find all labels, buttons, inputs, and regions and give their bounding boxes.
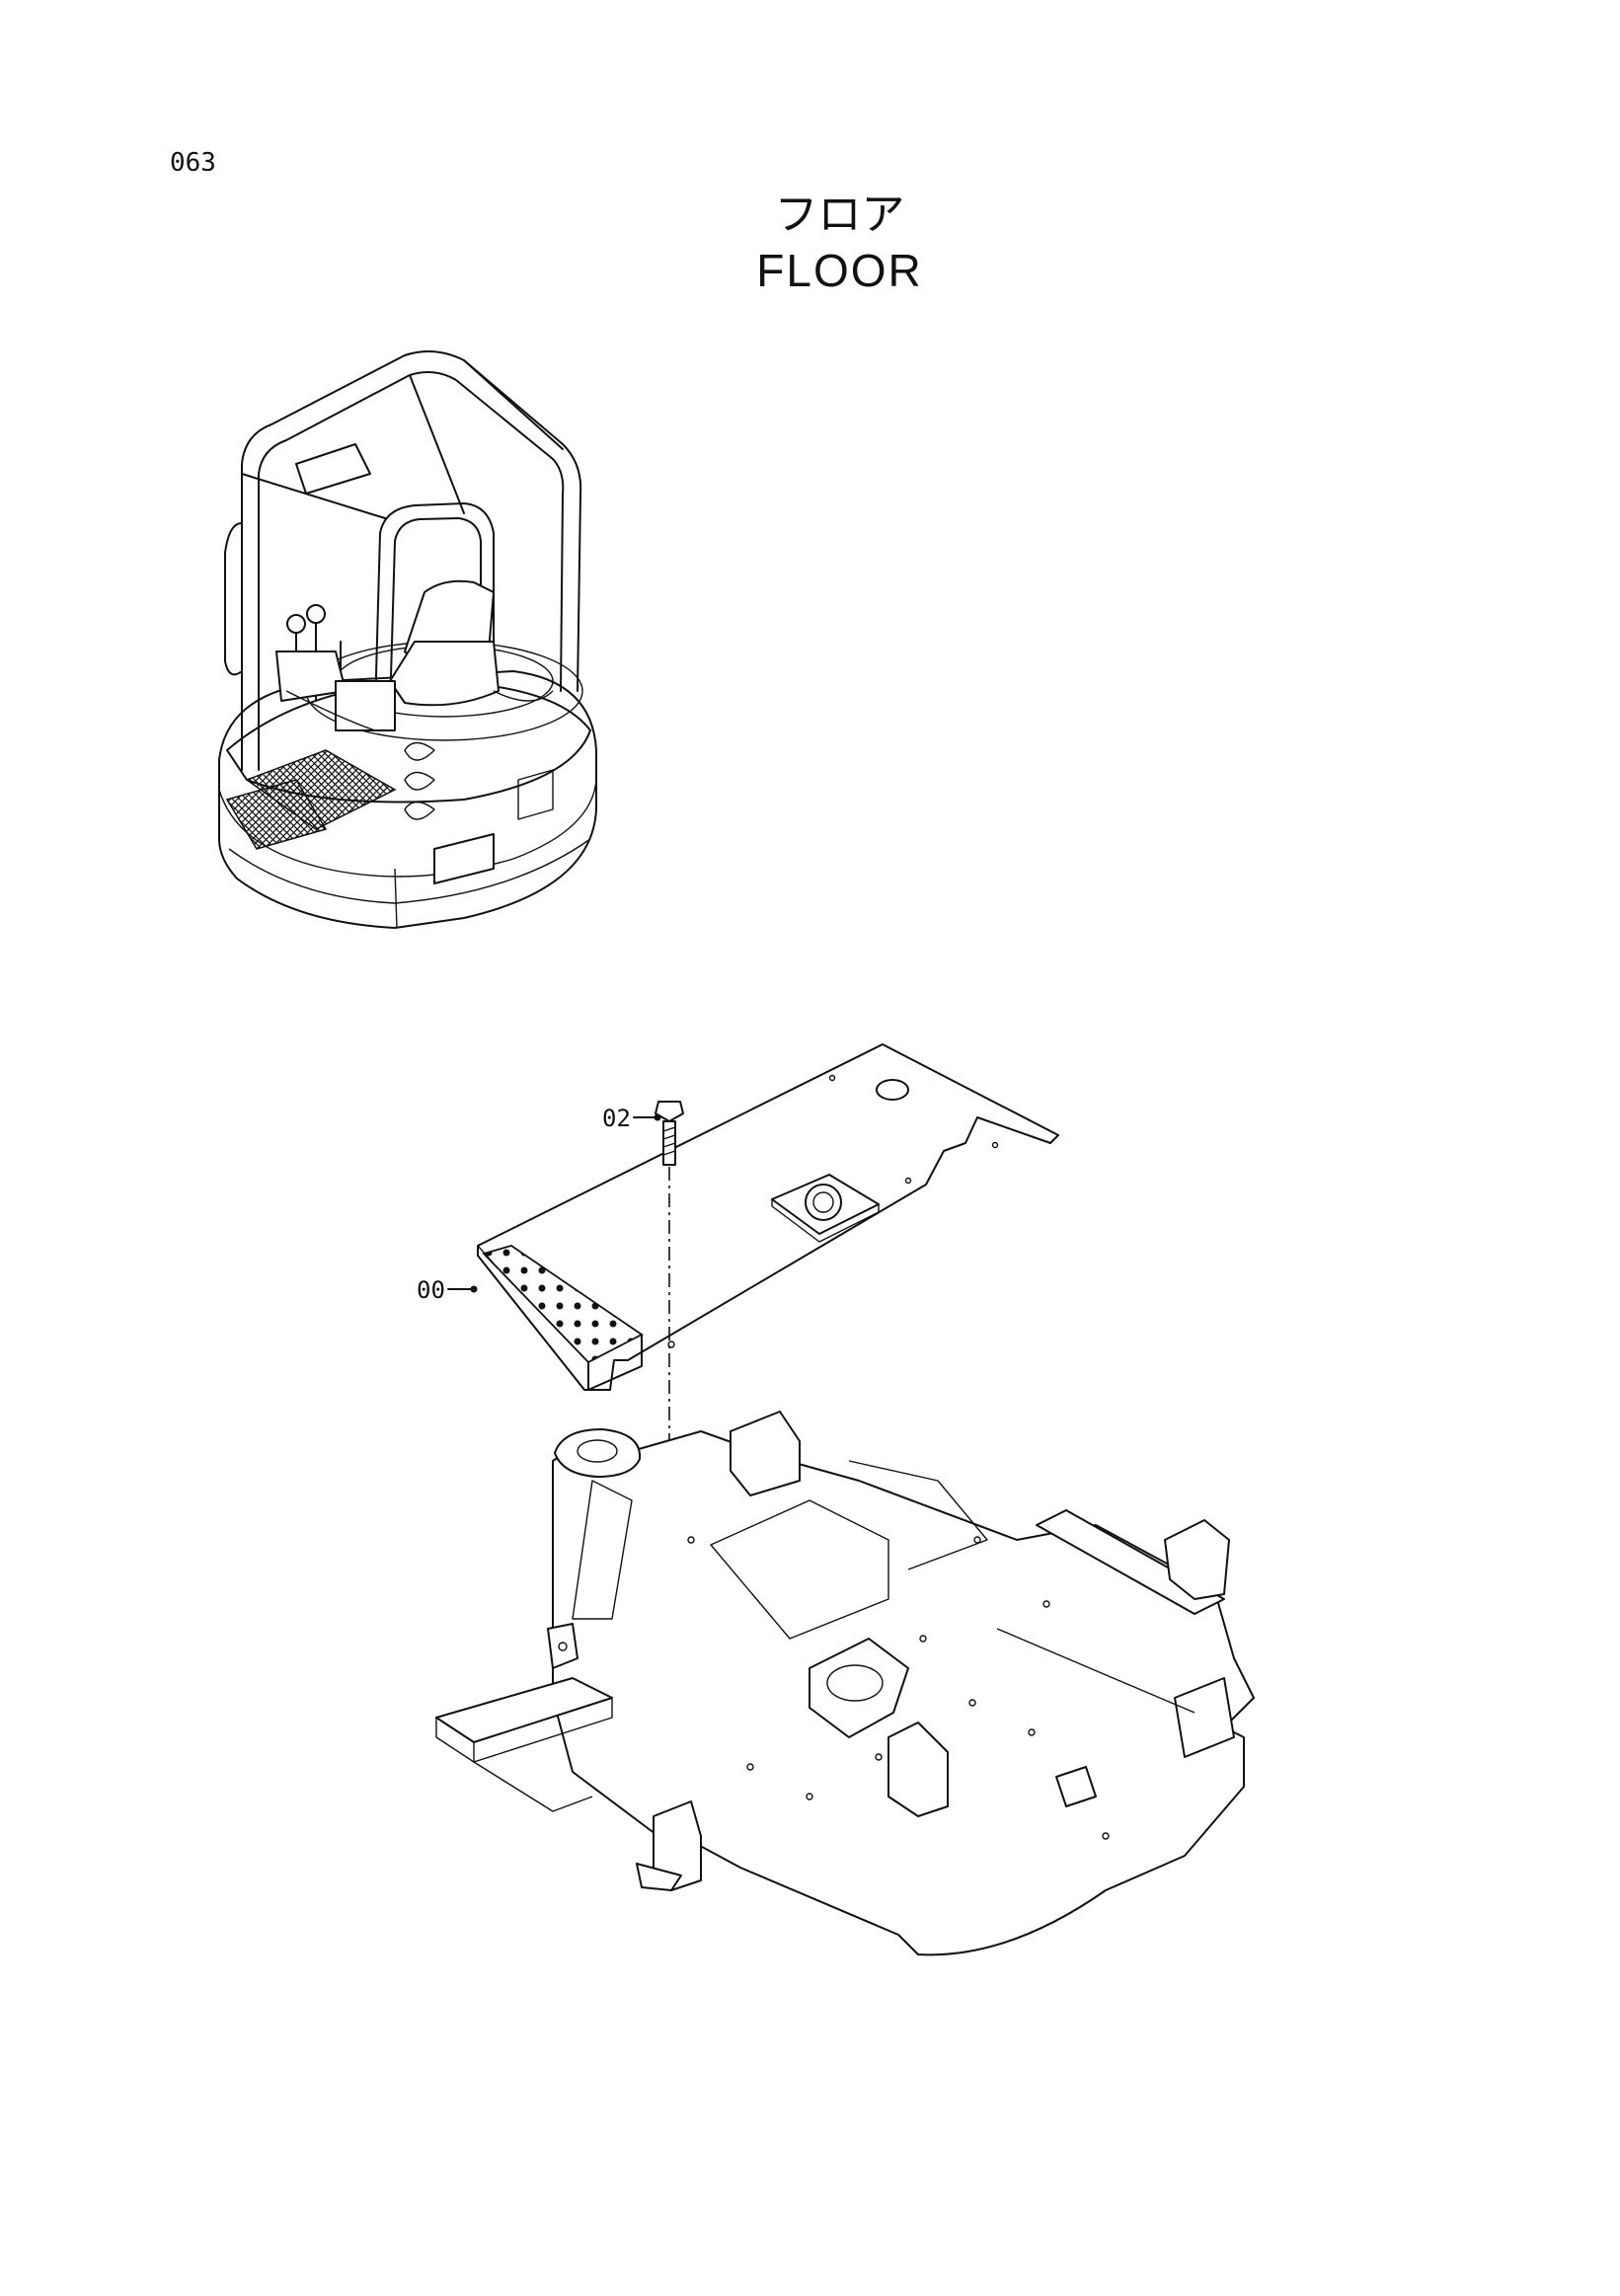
title-japanese: フロア — [774, 190, 905, 240]
callout-00: 00 — [417, 1276, 478, 1304]
bolt — [655, 1101, 684, 1166]
callout-label-00: 00 — [417, 1276, 445, 1304]
page-number: 063 — [170, 148, 216, 178]
callout-02: 02 — [602, 1105, 661, 1132]
floor-plate — [477, 1043, 1059, 1391]
machine-overview-illustration — [218, 350, 597, 929]
revolving-frame — [435, 1411, 1255, 1956]
title-english: FLOOR — [756, 245, 923, 296]
callout-label-02: 02 — [602, 1105, 631, 1132]
title-block: フロア FLOOR — [0, 188, 1620, 298]
